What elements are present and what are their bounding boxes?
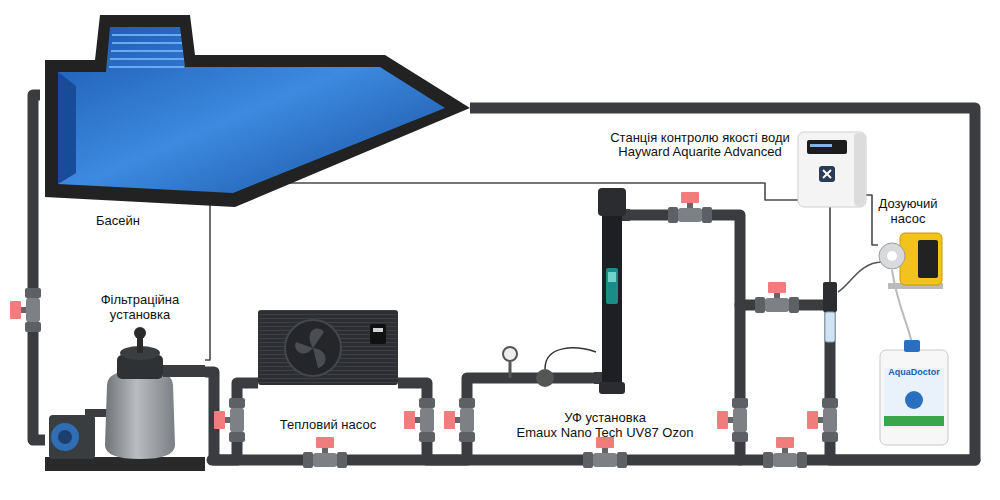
node-label: Дозуючий насос	[863, 196, 953, 226]
pool-rim	[45, 15, 470, 207]
probe-cable	[829, 206, 831, 284]
pool-basin: Басейн	[40, 10, 470, 220]
circulation-pump	[49, 415, 95, 459]
sand-tank	[105, 370, 175, 459]
heat-pump-illustration	[258, 310, 398, 385]
pressure-gauge	[503, 347, 517, 361]
ball-valve	[444, 398, 475, 442]
node-label: Станція контролю якості води	[590, 130, 810, 145]
display-light	[373, 328, 383, 332]
station-display	[807, 140, 847, 154]
ball-valve	[583, 437, 627, 468]
node-label: УФ установка	[505, 410, 705, 425]
ball-valve	[763, 437, 807, 468]
ball-valve	[717, 398, 748, 442]
ball-valve	[303, 437, 347, 468]
node-label: Hayward Aquarite Advanced	[590, 144, 810, 159]
ball-valve	[404, 398, 435, 442]
label-figure	[905, 391, 923, 409]
injector-bowl	[825, 312, 835, 342]
ball-valve	[10, 288, 41, 332]
ball-valve	[214, 398, 245, 442]
dosing-hose	[838, 262, 882, 292]
pipe-connector	[470, 108, 975, 460]
station-case	[798, 132, 866, 207]
valve-knob	[134, 327, 146, 339]
pool-water	[58, 27, 445, 193]
uv-illustration	[594, 188, 630, 396]
station-icon-mark	[823, 170, 831, 178]
label-band	[884, 416, 944, 426]
control-station: Станція контролю якості водиHayward Aqua…	[798, 132, 866, 207]
fan-blades	[295, 329, 325, 368]
ball-valve	[807, 398, 838, 442]
node-label: Басейн	[68, 213, 168, 228]
uv-screen	[608, 272, 616, 282]
display-line	[810, 144, 832, 147]
dosing-pump: Дозуючий насос	[878, 228, 950, 448]
control-display	[370, 324, 386, 344]
dosing-illustration	[878, 228, 950, 448]
pool-wall	[58, 72, 76, 184]
pipe-connector	[205, 372, 258, 460]
chemical-canister	[880, 350, 948, 445]
fan-ring	[285, 320, 341, 376]
uv-unit: УФ установкаEmaux Nano Tech UV87 Ozon	[594, 188, 630, 396]
canister-cap	[904, 340, 920, 352]
injector	[823, 282, 837, 312]
cable-connector	[866, 195, 878, 245]
uv-display	[606, 268, 618, 304]
heat-pump-body	[258, 310, 398, 385]
pool-illustration	[40, 10, 470, 220]
node-label: Тепловий насос	[248, 417, 408, 432]
pump-head	[879, 243, 905, 269]
sensor-cable	[545, 348, 596, 369]
outlet-pipe	[163, 365, 205, 377]
pump-body	[900, 233, 942, 285]
filter-unit: Фільтраційна установка	[45, 325, 205, 480]
ball-valve	[668, 192, 712, 223]
pump-cover	[51, 423, 79, 451]
heat-pump: Тепловий насос	[258, 310, 398, 385]
brand-label: AquaDoctor	[880, 367, 948, 378]
filter-illustration	[45, 325, 205, 480]
pump-hub	[58, 430, 72, 444]
flow-switch	[536, 369, 554, 387]
filter-base	[45, 457, 205, 471]
pump-panel	[918, 240, 938, 278]
pipe-connector	[33, 95, 45, 440]
node-label: Фільтраційна установка	[85, 292, 195, 322]
uv-chamber	[602, 208, 622, 386]
gauge-stem	[509, 362, 512, 378]
uv-foot	[599, 382, 625, 394]
station-side	[854, 133, 865, 206]
ball-valve	[755, 282, 799, 313]
node-label: Emaux Nano Tech UV87 Ozon	[505, 425, 705, 440]
uv-cap	[598, 188, 626, 216]
station-illustration	[798, 132, 866, 207]
station-icon	[819, 166, 835, 182]
pool-steps	[109, 35, 184, 67]
pump-valve	[887, 251, 897, 261]
